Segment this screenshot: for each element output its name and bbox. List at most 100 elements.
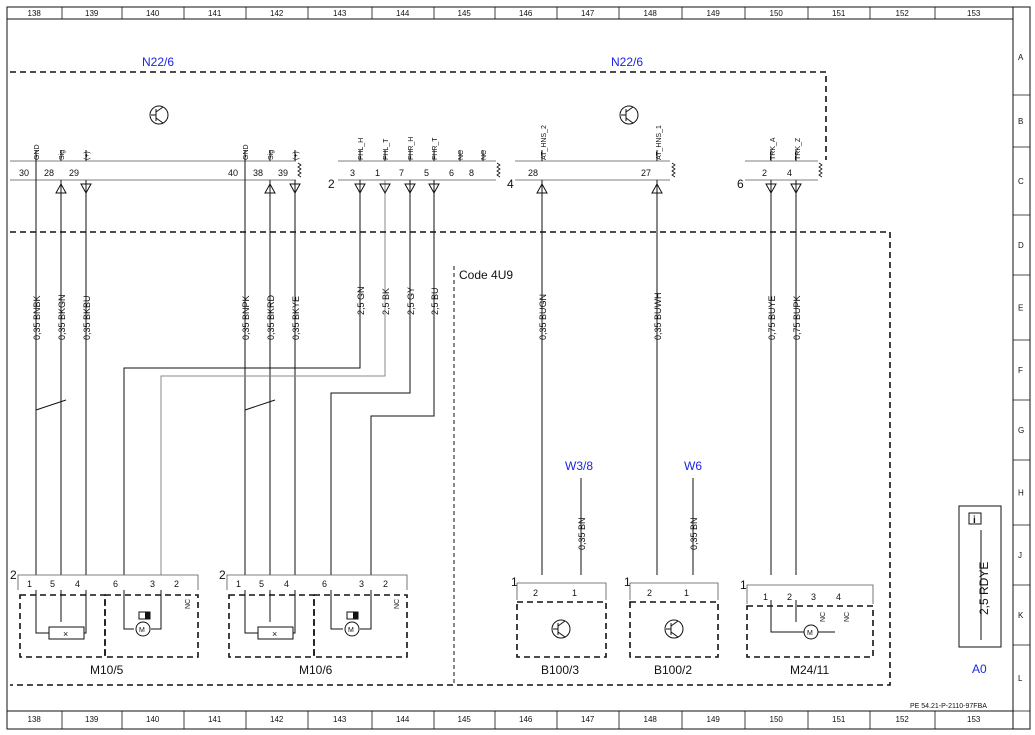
component-pin: 2 bbox=[787, 592, 792, 602]
transistor-icon bbox=[664, 619, 684, 639]
pin-number: 27 bbox=[641, 168, 651, 178]
module-label-right: N22/6 bbox=[611, 55, 643, 69]
row-letter: E bbox=[1018, 304, 1023, 313]
wire-line-gray bbox=[160, 180, 386, 575]
signal-arrows bbox=[55, 182, 802, 195]
ground-point-label: W6 bbox=[684, 459, 702, 473]
column-number: 152 bbox=[896, 9, 910, 18]
component-m10-5: 2 × M 1 5 4 6 3 2 NC M10/5 bbox=[10, 568, 199, 677]
column-number: 141 bbox=[208, 715, 222, 724]
component-b100-2: 1 2 1 B100/2 bbox=[624, 575, 719, 677]
component-pin: 6 bbox=[113, 579, 118, 589]
row-letter: L bbox=[1018, 674, 1023, 683]
wire-label: 2,5 BU bbox=[430, 287, 440, 315]
component-pin: 1 bbox=[27, 579, 32, 589]
column-number: 149 bbox=[707, 9, 721, 18]
column-number: 145 bbox=[458, 715, 472, 724]
pin-name: AT_HNS_2 bbox=[541, 125, 548, 160]
pin-number: 28 bbox=[44, 168, 54, 178]
pin-number: 39 bbox=[278, 168, 288, 178]
pin-name: GND bbox=[243, 144, 250, 160]
connector-break-icon bbox=[297, 162, 823, 178]
wire-label: 2,5 GN bbox=[356, 286, 366, 315]
footer-code: PE 54.21-P-2110-97FBA bbox=[910, 703, 987, 710]
row-letter: J bbox=[1018, 551, 1022, 560]
pin-number: 38 bbox=[253, 168, 263, 178]
column-number: 140 bbox=[146, 9, 160, 18]
row-letter: H bbox=[1018, 489, 1024, 498]
column-number: 144 bbox=[396, 715, 410, 724]
pin-name: TRK_A bbox=[770, 137, 777, 160]
component-m10-6: 2 × M 1 5 4 6 3 2 NC M10/6 bbox=[219, 568, 408, 677]
column-number: 143 bbox=[333, 9, 347, 18]
row-letter: B bbox=[1018, 117, 1023, 126]
component-pin: 4 bbox=[284, 579, 289, 589]
info-icon bbox=[968, 512, 982, 525]
row-letter: G bbox=[1018, 426, 1024, 435]
x-marker-icon: × bbox=[272, 629, 277, 639]
column-number: 144 bbox=[396, 9, 410, 18]
x-marker-icon: × bbox=[63, 629, 68, 639]
sheet-frame bbox=[6, 6, 1031, 730]
column-number: 138 bbox=[28, 9, 42, 18]
nc-label: NC bbox=[820, 612, 827, 622]
wire-label: 2,5 BK bbox=[381, 288, 391, 315]
nc-label: NC bbox=[185, 599, 192, 609]
column-number: 153 bbox=[967, 9, 981, 18]
row-letter: D bbox=[1018, 241, 1024, 250]
wire-label: 0,35 BKBU bbox=[82, 295, 92, 340]
column-number: 152 bbox=[896, 715, 910, 724]
component-pin: 2 bbox=[383, 579, 388, 589]
motor-icon bbox=[344, 621, 360, 637]
wire-label: 0,75 BUYE bbox=[767, 295, 777, 340]
row-letter: F bbox=[1018, 366, 1023, 375]
motor-icon bbox=[135, 621, 151, 637]
pin-number: 3 bbox=[350, 168, 355, 178]
column-number: 146 bbox=[519, 9, 533, 18]
pin-number: 4 bbox=[787, 168, 792, 178]
info-icon-glyph: i bbox=[973, 515, 976, 526]
connector-id: 1 bbox=[511, 575, 518, 589]
nc-label: NC bbox=[844, 612, 851, 622]
component-pin: 6 bbox=[322, 579, 327, 589]
column-number: 148 bbox=[644, 9, 658, 18]
motor-icon bbox=[803, 624, 819, 640]
component-label: M10/5 bbox=[90, 663, 124, 677]
wire-label: 0,35 BKYE bbox=[291, 296, 301, 340]
row-letter: C bbox=[1018, 177, 1024, 186]
pin-number: 29 bbox=[69, 168, 79, 178]
pin-number: 6 bbox=[449, 168, 454, 178]
component-label: M24/11 bbox=[790, 663, 829, 677]
pin-number: 28 bbox=[528, 168, 538, 178]
pin-stubs bbox=[35, 150, 797, 161]
motor-icon-label: M bbox=[807, 630, 813, 637]
wire-label: 0,35 BUWH bbox=[653, 292, 663, 340]
pin-number: 1 bbox=[375, 168, 380, 178]
component-pin: 4 bbox=[75, 579, 80, 589]
legend-label: A0 bbox=[972, 662, 987, 676]
code-region-boundary bbox=[10, 231, 891, 686]
wire-label: 0,35 BUGN bbox=[538, 294, 548, 340]
module-n22-6-boundary bbox=[10, 71, 827, 160]
module-connector-strip bbox=[10, 160, 818, 181]
wire-label: 0,35 BKGN bbox=[57, 294, 67, 340]
pin-number: 5 bbox=[424, 168, 429, 178]
column-number: 147 bbox=[581, 715, 595, 724]
row-letter: A bbox=[1018, 53, 1024, 62]
component-pin: 2 bbox=[533, 588, 538, 598]
component-pin: 2 bbox=[647, 588, 652, 598]
component-label: B100/3 bbox=[541, 663, 579, 677]
connector-id: 2 bbox=[219, 568, 226, 582]
connector-id: 1 bbox=[624, 575, 631, 589]
wire-label: 0,35 BNBK bbox=[32, 295, 42, 340]
column-number: 142 bbox=[270, 9, 284, 18]
column-number: 150 bbox=[770, 715, 784, 724]
pin-name: (+) bbox=[293, 151, 300, 160]
pin-name: FHR_H bbox=[408, 137, 415, 160]
pin-name: GND bbox=[34, 144, 41, 160]
column-number: 145 bbox=[458, 9, 472, 18]
wire-label: 0,35 BNPK bbox=[241, 295, 251, 340]
pin-name: Sig bbox=[268, 150, 275, 160]
wire-label: 0,35 BN bbox=[689, 517, 699, 550]
pin-number: 2 bbox=[762, 168, 767, 178]
